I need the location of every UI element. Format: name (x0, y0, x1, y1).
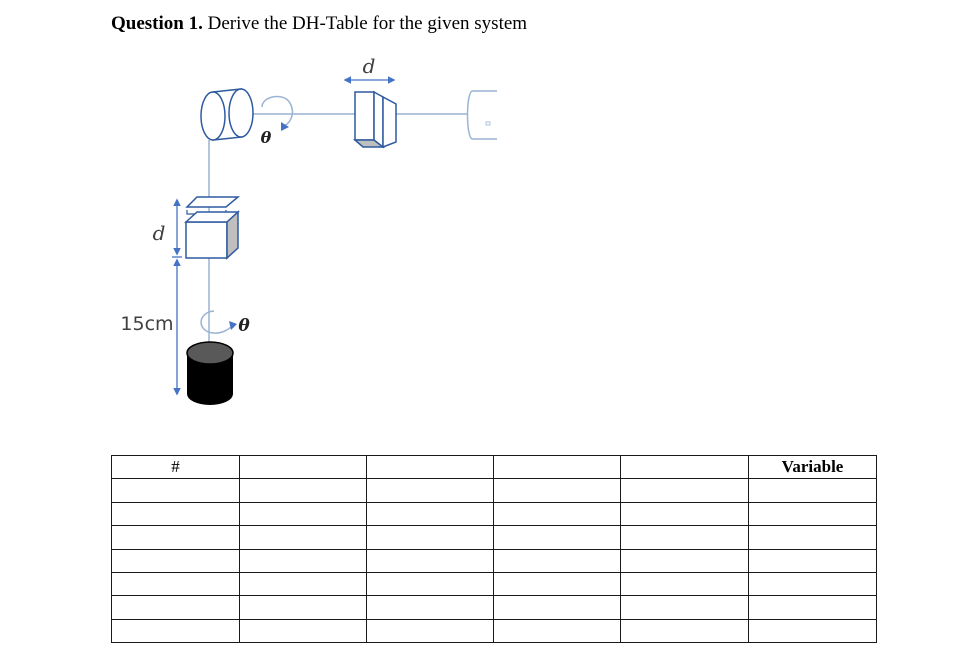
top-theta-label: θ (261, 128, 272, 147)
top-d-label: d (363, 54, 376, 78)
table-cell (111, 571, 240, 597)
top-rotation-arrow-icon (261, 95, 294, 128)
top-rotation-arrowhead-icon (281, 122, 289, 131)
table-cell (366, 525, 494, 550)
table-cell (111, 618, 240, 644)
table-cell (748, 595, 877, 620)
table-cell (239, 618, 367, 644)
table-cell (366, 571, 494, 597)
table-cell (493, 595, 621, 620)
table-row (111, 548, 877, 573)
question-number: Question 1. (111, 13, 203, 34)
table-cell (620, 595, 749, 620)
table-cell (239, 525, 367, 550)
header-cell (620, 454, 749, 480)
table-cell (620, 501, 749, 527)
table-header-row: # Variable (111, 454, 877, 480)
table-cell (111, 525, 240, 550)
table-cell (366, 548, 494, 573)
table-cell (239, 501, 367, 527)
table-cell (366, 595, 494, 620)
question-title: Question 1. Derive the DH-Table for the … (111, 13, 527, 35)
top-revolute-joint-icon (200, 88, 254, 141)
table-cell (748, 525, 877, 550)
table-cell (493, 478, 621, 503)
table-row (111, 525, 877, 550)
table-cell (620, 525, 749, 550)
table-cell (493, 501, 621, 527)
bottom-rotation-arrow-icon (200, 310, 233, 334)
end-effector-tip-icon (485, 121, 491, 126)
table-cell (239, 478, 367, 503)
header-variable-cell: Variable (748, 454, 877, 480)
table-cell (239, 548, 367, 573)
robot-diagram: d θ d 15cm θ (120, 54, 497, 405)
table-cell (111, 548, 240, 573)
table-cell (111, 595, 240, 620)
table-cell (239, 595, 367, 620)
bottom-theta-label: θ (238, 316, 250, 336)
table-cell (748, 618, 877, 644)
table-cell (111, 501, 240, 527)
header-cell (239, 454, 367, 480)
bottom-rotation-arrowhead-icon (229, 321, 237, 330)
question-text: Derive the DH-Table for the given system (202, 13, 528, 34)
header-cell (493, 454, 621, 480)
length-15cm-label: 15cm (120, 313, 173, 335)
table-cell (620, 571, 749, 597)
table-cell (620, 548, 749, 573)
table-cell (493, 525, 621, 550)
table-cell (748, 478, 877, 503)
table-cell (366, 478, 494, 503)
table-row (111, 595, 877, 620)
table-cell (620, 618, 749, 644)
table-cell (493, 571, 621, 597)
table-cell (493, 548, 621, 573)
header-cell (366, 454, 494, 480)
end-effector-icon (466, 90, 497, 140)
table-cell (239, 571, 367, 597)
table-cell (748, 501, 877, 527)
left-d-label: d (153, 221, 166, 245)
table-row (111, 571, 877, 597)
table-cell (366, 501, 494, 527)
table-cell (748, 571, 877, 597)
dh-table: # Variable (111, 454, 877, 644)
table-cell (748, 548, 877, 573)
header-index-cell: # (111, 454, 240, 480)
table-row (111, 478, 877, 503)
table-cell (493, 618, 621, 644)
table-row (111, 618, 877, 644)
top-prismatic-joint-icon (353, 90, 397, 149)
middle-prismatic-joint-icon (184, 196, 241, 260)
table-cell (620, 478, 749, 503)
table-row (111, 501, 877, 527)
base-cylinder-icon (186, 341, 234, 405)
table-cell (111, 478, 240, 503)
table-cell (366, 618, 494, 644)
